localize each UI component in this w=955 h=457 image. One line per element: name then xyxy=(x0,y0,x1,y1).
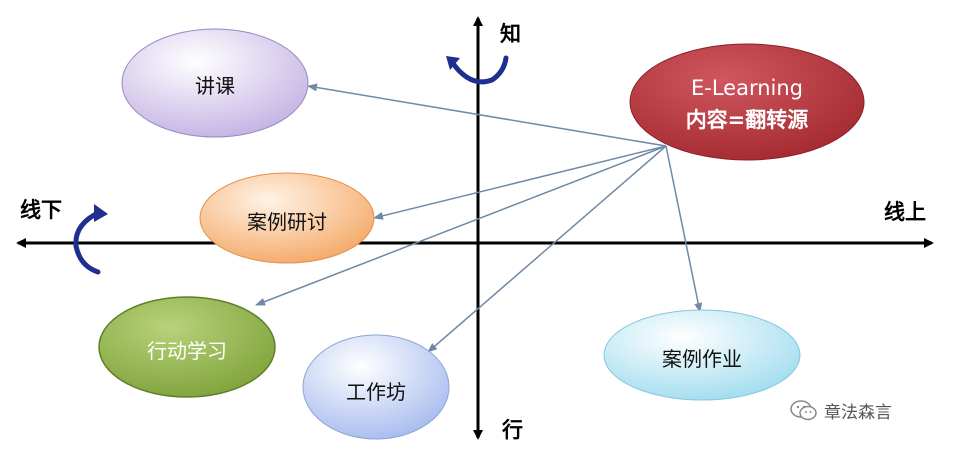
node-case-homework xyxy=(603,309,801,401)
node-workshop-label: 工作坊 xyxy=(346,380,406,404)
wechat-icon xyxy=(790,399,817,420)
link-to-lecture xyxy=(307,83,667,147)
node-case-homework-label: 案例作业 xyxy=(662,347,742,371)
rotation-arrow-top-icon xyxy=(446,55,509,85)
source-line1: E-Learning xyxy=(690,76,803,100)
link-to-workshop xyxy=(427,145,667,353)
watermark-text: 章法森言 xyxy=(824,403,892,423)
axis-label-right: 线上 xyxy=(884,200,926,224)
node-source xyxy=(629,43,865,161)
axis-label-top: 知 xyxy=(500,22,521,46)
rotation-arrow-left-icon xyxy=(73,204,108,275)
node-lecture-label: 讲课 xyxy=(195,74,235,98)
source-line2: 内容=翻转源 xyxy=(685,108,809,132)
watermark: 章法森言 xyxy=(790,398,892,423)
node-action-learning-label: 行动学习 xyxy=(147,339,227,363)
node-action-learning xyxy=(98,296,276,398)
axis-label-bottom: 行 xyxy=(502,418,523,442)
node-lecture xyxy=(121,28,309,138)
link-to-case-homework xyxy=(665,145,703,313)
link-to-case-study xyxy=(373,145,667,220)
node-workshop xyxy=(302,334,450,440)
node-case-study-label: 案例研讨 xyxy=(247,210,327,234)
link-to-action-learning xyxy=(255,145,667,306)
node-case-study xyxy=(199,172,375,264)
axis-label-left: 线下 xyxy=(20,198,62,222)
